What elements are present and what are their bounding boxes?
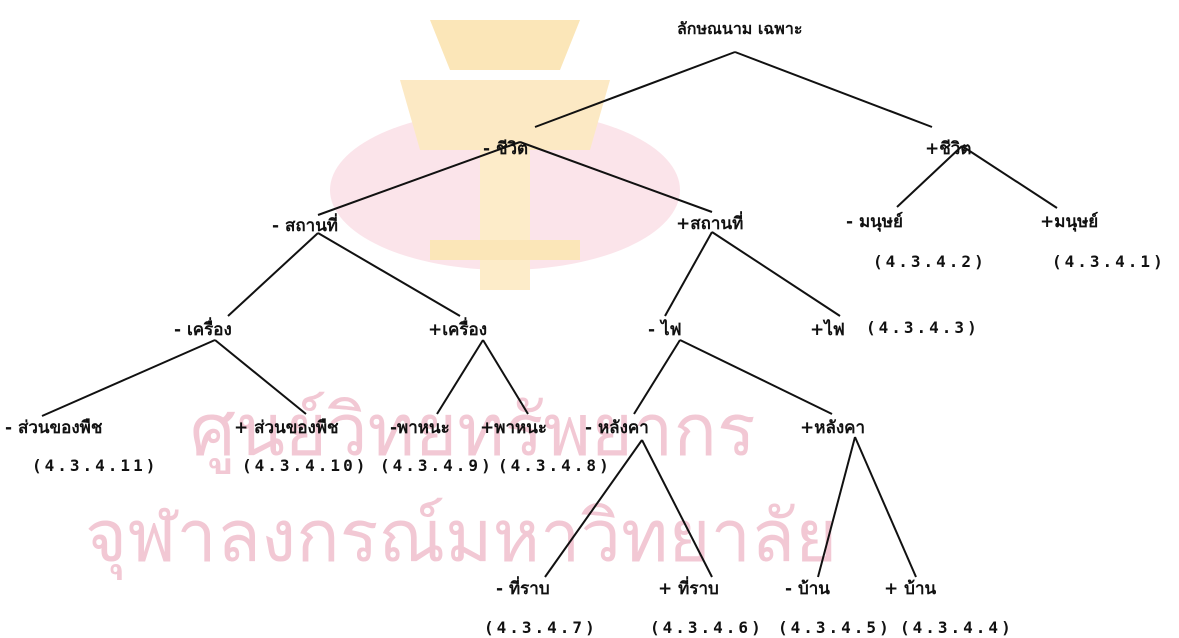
node-neg-human: - มนุษย์: [846, 212, 903, 232]
edge-neg-roof-pos-plain: [641, 439, 713, 578]
node-neg-tool: - เครื่อง: [174, 320, 232, 340]
edge-pos-tool-neg-vehicle: [436, 339, 484, 415]
node-pos-living: +ชีวิต: [925, 139, 972, 159]
edge-root-neg-living: [534, 51, 736, 128]
node-pos-tool: +เครื่อง: [428, 320, 488, 340]
code-neg-house: (4.3.4.5): [778, 618, 892, 637]
node-neg-living: - ชีวิต: [483, 139, 529, 159]
code-pos-vehicle: (4.3.4.8): [498, 456, 612, 475]
edge-neg-roof-neg-plain: [544, 439, 643, 578]
node-pos-roof: +หลังคา: [800, 418, 866, 438]
edge-neg-tool-pos-plantpart: [214, 339, 307, 415]
node-pos-plantpart: + ส่วนของพืช: [234, 418, 339, 438]
code-pos-plain: (4.3.4.6): [650, 618, 764, 637]
edge-neg-place-neg-tool: [227, 232, 319, 317]
watermark-line-1: ศูนย์วิทยทรัพยากร: [190, 388, 756, 472]
edge-pos-living-pos-human: [961, 145, 1058, 209]
node-neg-vehicle: -พาหนะ: [390, 418, 450, 438]
edge-neg-fire-neg-roof: [633, 339, 681, 415]
code-neg-vehicle: (4.3.4.9): [380, 456, 494, 475]
edge-pos-place-neg-fire: [664, 231, 713, 317]
edge-pos-tool-pos-vehicle: [482, 339, 529, 415]
code-neg-human: (4.3.4.2): [873, 252, 987, 271]
node-pos-vehicle: +พาหนะ: [480, 418, 547, 438]
node-pos-plain: + ที่ราบ: [658, 579, 719, 599]
node-pos-place: +สถานที่: [676, 214, 744, 234]
node-neg-house: - บ้าน: [785, 579, 830, 599]
node-neg-roof: - หลังคา: [585, 418, 649, 438]
code-neg-plain: (4.3.4.7): [484, 618, 598, 637]
code-pos-plantpart: (4.3.4.10): [242, 456, 369, 475]
node-pos-fire: +ไฟ: [810, 320, 845, 340]
node-pos-house: + บ้าน: [884, 579, 937, 599]
node-root: ลักษณนาม เฉพาะ: [677, 19, 803, 38]
edge-neg-place-pos-tool: [317, 232, 461, 317]
node-neg-plantpart: - ส่วนของพืช: [5, 418, 103, 438]
edge-pos-roof-pos-house: [854, 436, 917, 578]
node-neg-plain: - ที่ราบ: [496, 579, 550, 599]
edge-pos-living-neg-human: [896, 145, 963, 208]
edge-neg-living-pos-place: [519, 141, 713, 213]
edge-pos-place-pos-fire: [711, 231, 841, 317]
node-neg-place: - สถานที่: [272, 216, 339, 236]
edge-neg-tool-neg-plantpart: [41, 339, 216, 417]
edge-root-pos-living: [734, 51, 933, 128]
watermark-line-2: จุฬาลงกรณ์มหาวิทยาลัย: [85, 494, 838, 578]
edge-neg-living-neg-place: [317, 141, 521, 216]
node-pos-human: +มนุษย์: [1040, 212, 1099, 232]
code-pos-human: (4.3.4.1): [1052, 252, 1166, 271]
code-neg-plantpart: (4.3.4.11): [32, 456, 159, 475]
edge-neg-fire-pos-roof: [679, 339, 833, 415]
code-pos-fire: (4.3.4.3): [866, 318, 980, 337]
code-pos-house: (4.3.4.4): [900, 618, 1014, 637]
node-neg-fire: - ไฟ: [648, 320, 682, 340]
edge-pos-roof-neg-house: [817, 436, 856, 578]
